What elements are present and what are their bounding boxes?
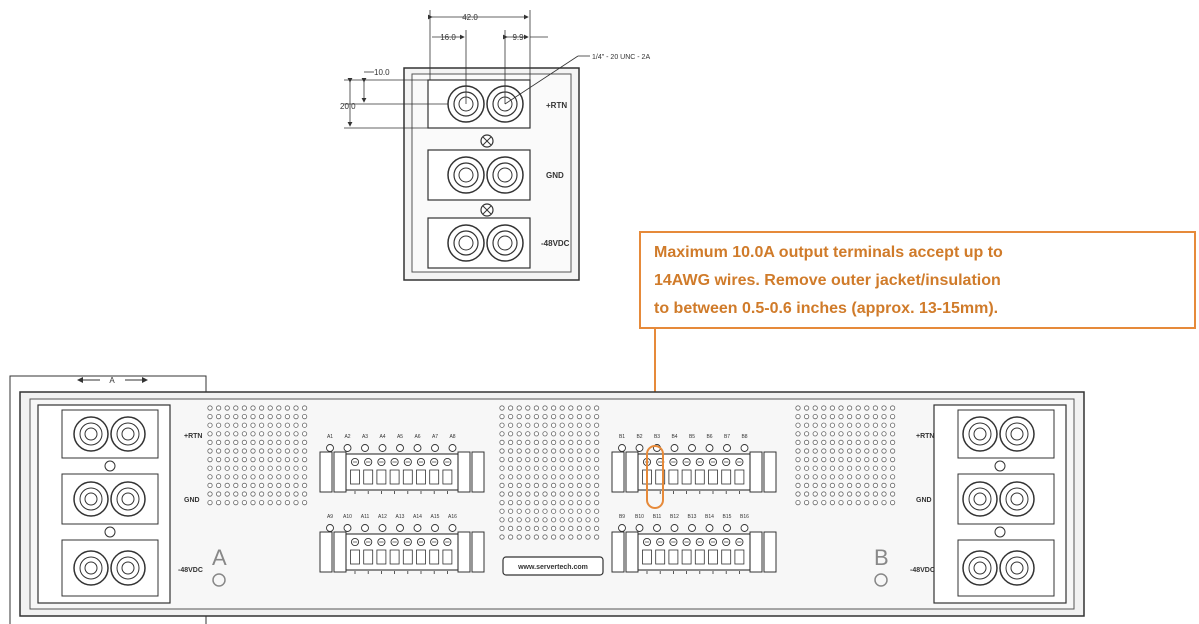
label-gnd: GND bbox=[546, 171, 564, 180]
label-48vdc: -48VDC bbox=[541, 239, 570, 248]
breaker-label: A15 bbox=[431, 514, 440, 520]
breaker-label: B4 bbox=[671, 434, 677, 440]
side-a-led bbox=[212, 573, 226, 587]
side-a-label: A bbox=[212, 545, 227, 570]
dim-total: 42.0 bbox=[462, 13, 478, 22]
right-label-gnd: GND bbox=[916, 497, 932, 504]
breaker-label: B3 bbox=[654, 434, 660, 440]
left-label-gnd: GND bbox=[184, 497, 200, 504]
top-terminal-detail: +RTN GND -48VDC 42.0 16.0 9.9 10.0 bbox=[340, 10, 650, 281]
side-b-led bbox=[874, 573, 888, 587]
vent-grid bbox=[795, 405, 896, 506]
breaker-block-a-top: A1 A2 A3 A4 A5 A6 A7 A8 bbox=[319, 434, 485, 494]
dim-left: 16.0 bbox=[440, 33, 456, 42]
dim-v-large: 20.0 bbox=[340, 102, 356, 111]
dim-right: 9.9 bbox=[512, 33, 524, 42]
terminal-stud-pair bbox=[447, 224, 524, 262]
breaker-label: A13 bbox=[396, 514, 405, 520]
breaker-label: A8 bbox=[449, 434, 455, 440]
breaker-label: A2 bbox=[344, 434, 350, 440]
breaker-label: B7 bbox=[724, 434, 730, 440]
breaker-label: A12 bbox=[378, 514, 387, 520]
breaker-block-b-bottom: B9 B10 B11 B12 B13 B14 B15 B16 bbox=[611, 514, 777, 574]
front-view: A +RTN GND -48VDC A bbox=[9, 375, 1085, 624]
dim-v-small: 10.0 bbox=[374, 68, 390, 77]
breaker-label: A10 bbox=[343, 514, 352, 520]
breaker-label: B13 bbox=[688, 514, 697, 520]
highlight-ellipse bbox=[646, 445, 664, 509]
breaker-label: A14 bbox=[413, 514, 422, 520]
breaker-label: A7 bbox=[432, 434, 438, 440]
right-terminal-module: +RTN GND -48VDC B bbox=[874, 404, 1067, 604]
breaker-label: B10 bbox=[635, 514, 644, 520]
label-rtn: +RTN bbox=[546, 101, 567, 110]
breaker-label: B11 bbox=[653, 514, 662, 520]
section-label: A bbox=[109, 376, 115, 385]
breaker-label: B1 bbox=[619, 434, 625, 440]
breaker-label: B14 bbox=[705, 514, 714, 520]
breaker-label: A1 bbox=[327, 434, 333, 440]
side-b-label: B bbox=[874, 545, 889, 570]
breaker-label: A6 bbox=[414, 434, 420, 440]
breaker-label: B12 bbox=[670, 514, 679, 520]
vent-grids bbox=[207, 405, 896, 540]
dimension-lines bbox=[344, 10, 590, 129]
breaker-label: B2 bbox=[636, 434, 642, 440]
thread-note: 1/4" - 20 UNC - 2A bbox=[592, 54, 650, 61]
breaker-label: B8 bbox=[741, 434, 747, 440]
breaker-label: A9 bbox=[327, 514, 333, 520]
terminal-stud-pair bbox=[447, 156, 524, 194]
breaker-label: B15 bbox=[723, 514, 732, 520]
breaker-label: A4 bbox=[379, 434, 385, 440]
screw-icon bbox=[480, 134, 494, 148]
callout-line-3: to between 0.5-0.6 inches (approx. 13-15… bbox=[654, 300, 998, 317]
vent-grid bbox=[499, 405, 600, 540]
breaker-label: A5 bbox=[397, 434, 403, 440]
breaker-block-b-top: B1 B2 B3 B4 B5 B6 B7 B8 bbox=[611, 434, 777, 494]
right-label-48vdc: -48VDC bbox=[910, 567, 935, 574]
breaker-label: B9 bbox=[619, 514, 625, 520]
screw-icon bbox=[480, 203, 494, 217]
callout-box bbox=[639, 231, 1196, 329]
breaker-label: A3 bbox=[362, 434, 368, 440]
vent-grid bbox=[207, 405, 308, 506]
callout-line-1: Maximum 10.0A output terminals accept up… bbox=[654, 244, 1003, 261]
url-plate bbox=[502, 556, 604, 576]
right-label-rtn: +RTN bbox=[916, 433, 934, 440]
left-label-rtn: +RTN bbox=[184, 433, 202, 440]
callout: Maximum 10.0A output terminals accept up… bbox=[639, 231, 1196, 462]
left-terminal-module: +RTN GND -48VDC A bbox=[37, 404, 227, 604]
breaker-label: B16 bbox=[740, 514, 749, 520]
breaker-label: A11 bbox=[361, 514, 370, 520]
breaker-label: B5 bbox=[689, 434, 695, 440]
breaker-label: A16 bbox=[448, 514, 457, 520]
breaker-block-a-bottom: A9 A10 A11 A12 A13 A14 A15 A16 bbox=[319, 514, 485, 574]
left-label-48vdc: -48VDC bbox=[178, 567, 203, 574]
callout-line-2: 14AWG wires. Remove outer jacket/insulat… bbox=[654, 272, 1001, 289]
breaker-label: B6 bbox=[706, 434, 712, 440]
url-text: www.servertech.com bbox=[517, 564, 588, 571]
